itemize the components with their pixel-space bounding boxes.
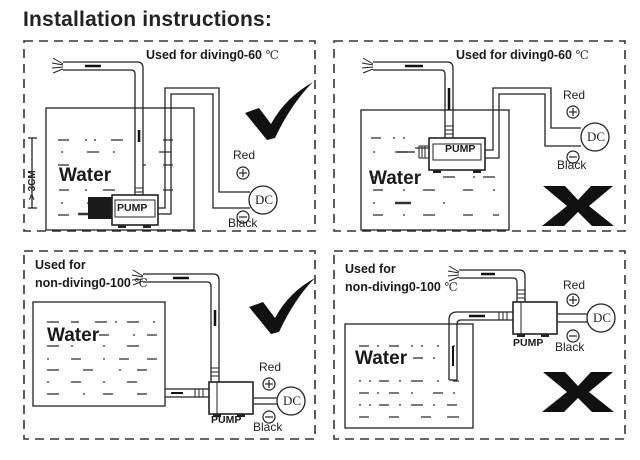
diagram-non-diving-incorrect [333,250,626,440]
power-cable [158,87,250,215]
panel-non-diving-incorrect: Used for non-diving0-100 ℃ Water PUMP Re… [333,250,626,442]
wire-positive-label: Red [259,360,282,374]
water-spray-icon [447,265,460,282]
water-label: Water [369,168,422,189]
depth-marker [28,137,37,209]
pump-feet [433,170,481,173]
dc-label: DC [587,129,606,144]
water-tank [32,301,166,407]
pump-body [208,381,254,415]
negative-terminal-icon [236,210,250,224]
pipe-coupling [517,289,525,299]
wire-positive-label: Red [563,88,586,102]
usage-label-line1: Used for [345,262,396,276]
outlet-pipe [63,61,144,200]
water-texture [359,345,459,418]
diagram-diving-correct [23,40,316,232]
inlet-pipe [165,388,209,398]
positive-terminal-icon [262,377,276,391]
pump-label: PUMP [445,143,476,155]
pump-feet [517,334,549,337]
power-cable [253,397,277,405]
negative-terminal-icon [262,410,276,424]
water-label: Water [47,325,100,346]
negative-terminal-icon [566,150,580,164]
check-mark-icon [249,278,315,334]
wire-negative-label: Black [557,158,587,172]
panel-border [333,250,626,440]
diagram-diving-incorrect [333,40,626,232]
water-label: Water [59,165,112,186]
power-cable [557,313,587,323]
usage-label-line2: non-diving0-100 ℃ [345,280,458,294]
pump-label: PUMP [513,337,544,349]
pump-label: PUMP [211,414,242,426]
diagram-non-diving-correct [23,250,316,440]
water-tank [45,107,195,231]
panel-diving-incorrect: Used for diving0-60 ℃ Water PUMP Red Bla… [333,40,626,232]
usage-label: Used for diving0-60 ℃ [146,48,279,62]
dc-power-icon [276,386,306,416]
positive-terminal-icon [566,105,580,119]
water-label: Water [355,348,408,369]
pump-feet [213,414,245,417]
pump-label: PUMP [117,202,148,214]
panel-non-diving-correct: Used for non-diving0-100 ℃ Water PUMP Re… [23,250,316,442]
dc-power-icon [248,185,278,215]
wire-positive-label: Red [563,278,586,292]
water-spray-icon [131,269,144,286]
dc-label: DC [255,192,274,207]
water-tank [344,323,474,429]
pipe-coupling [498,312,508,320]
water-spray-icon [361,57,374,74]
page-title: Installation instructions: [23,8,273,31]
panel-border [23,250,316,440]
positive-terminal-icon [566,293,580,307]
usage-label-line2: non-diving0-100 ℃ [35,276,148,290]
wire-positive-label: Red [233,148,256,162]
pump-intake [88,197,113,219]
pipe-coupling [445,125,453,135]
pump-intake [418,145,430,159]
outlet-pipe [459,269,526,302]
pump-body [512,301,558,335]
water-spray-icon [51,57,64,74]
dc-power-icon [580,122,610,152]
dc-label: DC [593,310,612,325]
dc-label: DC [283,393,302,408]
pipe-coupling [211,367,219,377]
water-tank [360,109,510,231]
pipe-coupling [194,389,204,397]
wire-negative-label: Black [555,340,585,354]
negative-terminal-icon [566,329,580,343]
water-texture [47,321,157,395]
cross-mark-icon [542,372,614,412]
usage-label-line1: Used for [35,258,86,272]
inlet-pipe [448,311,513,381]
pump-body [428,137,486,171]
pump-feet [118,225,151,228]
check-mark-icon [245,82,313,140]
usage-label: Used for diving0-60 ℃ [456,48,589,62]
wire-negative-label: Black [253,420,283,434]
dc-power-icon [586,303,616,333]
depth-label: > 3CM [27,170,38,200]
cross-mark-icon [542,186,614,226]
power-cable [485,87,581,159]
outlet-pipe [373,61,454,138]
outlet-pipe [143,273,220,382]
panel-diving-correct: Used for diving0-60 ℃ Water PUMP > 3CM R… [23,40,316,232]
positive-terminal-icon [236,166,250,180]
wire-negative-label: Black [228,216,258,230]
